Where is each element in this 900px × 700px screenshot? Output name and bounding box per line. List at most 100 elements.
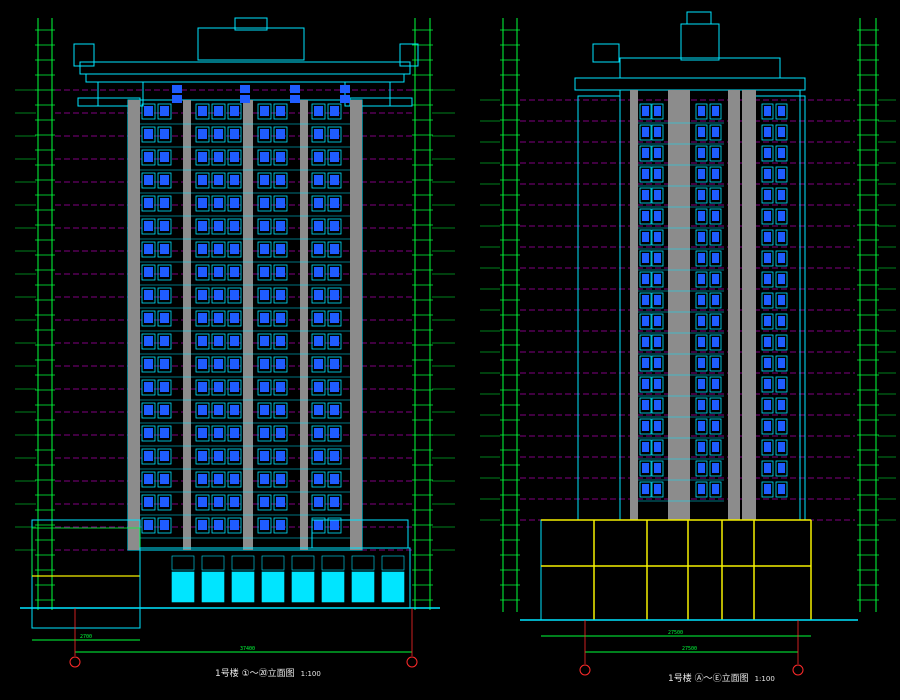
window-glass — [144, 497, 153, 507]
window-glass — [214, 152, 223, 162]
window-frame — [709, 229, 722, 246]
window-frame — [211, 517, 226, 534]
window-glass — [260, 359, 269, 369]
window-frame — [761, 481, 774, 498]
window-frame — [651, 355, 664, 372]
window-frame — [227, 471, 242, 488]
window-frame — [775, 334, 788, 351]
window-glass — [230, 497, 239, 507]
window-glass — [198, 428, 207, 438]
window-frame — [709, 250, 722, 267]
window-glass — [642, 295, 649, 305]
window-glass — [330, 221, 339, 231]
window-glass — [712, 295, 719, 305]
window-glass — [654, 358, 661, 368]
window-glass — [260, 106, 269, 116]
window-glass — [314, 129, 323, 139]
window-glass — [230, 520, 239, 530]
window-frame — [141, 517, 156, 534]
window-frame — [709, 376, 722, 393]
window-frame — [651, 250, 664, 267]
window-frame — [195, 241, 210, 258]
window-glass — [314, 152, 323, 162]
window-glass — [276, 382, 285, 392]
window-frame — [311, 471, 326, 488]
window-glass — [314, 451, 323, 461]
window-frame — [227, 379, 242, 396]
window-frame — [775, 145, 788, 162]
window-frame — [257, 402, 272, 419]
window-frame — [257, 517, 272, 534]
window-glass — [314, 290, 323, 300]
window-glass — [160, 405, 169, 415]
window-frame — [761, 208, 774, 225]
window-frame — [775, 124, 788, 141]
window-glass — [260, 520, 269, 530]
shop-door — [261, 571, 285, 603]
window-frame — [273, 103, 288, 120]
roof-chimney — [73, 43, 95, 67]
window-glass — [712, 463, 719, 473]
window-frame — [327, 149, 342, 166]
window-frame — [761, 460, 774, 477]
window-frame — [273, 494, 288, 511]
window-glass — [764, 211, 771, 221]
window-glass — [764, 148, 771, 158]
window-glass — [214, 198, 223, 208]
window-glass — [160, 313, 169, 323]
window-glass — [314, 497, 323, 507]
window-frame — [141, 310, 156, 327]
window-glass — [654, 169, 661, 179]
window-glass — [778, 295, 785, 305]
window-frame — [639, 250, 652, 267]
window-glass — [144, 405, 153, 415]
window-glass — [778, 211, 785, 221]
window-glass — [654, 421, 661, 431]
window-glass — [764, 358, 771, 368]
window-frame — [639, 397, 652, 414]
window-glass — [144, 451, 153, 461]
window-glass — [230, 244, 239, 254]
window-glass — [642, 190, 649, 200]
window-frame — [273, 448, 288, 465]
window-glass — [214, 221, 223, 231]
window-glass — [260, 129, 269, 139]
window-glass — [654, 253, 661, 263]
window-glass — [642, 274, 649, 284]
window-glass — [144, 198, 153, 208]
window-glass — [260, 428, 269, 438]
window-frame — [651, 418, 664, 435]
window-glass — [642, 169, 649, 179]
window-glass — [260, 267, 269, 277]
window-frame — [211, 356, 226, 373]
window-glass — [314, 106, 323, 116]
window-frame — [327, 356, 342, 373]
wall-pier — [243, 100, 253, 550]
window-frame — [695, 166, 708, 183]
window-frame — [157, 195, 172, 212]
window-glass — [764, 400, 771, 410]
window-glass — [764, 274, 771, 284]
window-frame — [651, 334, 664, 351]
window-frame — [761, 439, 774, 456]
window-glass — [698, 484, 705, 494]
window-frame — [157, 333, 172, 350]
window-frame — [141, 494, 156, 511]
window-frame — [227, 149, 242, 166]
window-glass — [314, 520, 323, 530]
window-glass — [260, 244, 269, 254]
window-glass — [698, 295, 705, 305]
window-frame — [695, 439, 708, 456]
window-glass — [778, 190, 785, 200]
window-frame — [327, 287, 342, 304]
window-frame — [311, 264, 326, 281]
window-frame — [195, 149, 210, 166]
window-glass — [160, 520, 169, 530]
window-glass — [764, 379, 771, 389]
window-glass — [712, 253, 719, 263]
window-glass — [778, 148, 785, 158]
window-frame — [141, 195, 156, 212]
window-glass — [314, 313, 323, 323]
window-glass — [778, 400, 785, 410]
